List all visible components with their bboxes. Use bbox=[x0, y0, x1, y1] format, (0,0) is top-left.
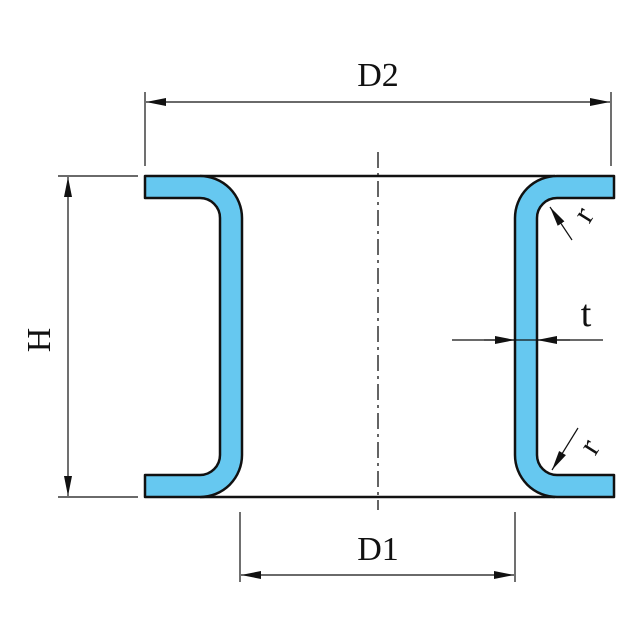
h-label: H bbox=[21, 328, 58, 353]
d2-label: D2 bbox=[357, 57, 399, 94]
r-top-label: r bbox=[565, 200, 601, 228]
r-bottom-leader bbox=[551, 427, 579, 471]
r-top-leader bbox=[549, 206, 573, 241]
r-bottom-label: r bbox=[571, 432, 607, 460]
left-wall-section bbox=[143, 174, 244, 499]
d1-label: D1 bbox=[357, 531, 399, 568]
right-wall-section bbox=[513, 174, 616, 499]
t-label: t bbox=[581, 293, 592, 335]
